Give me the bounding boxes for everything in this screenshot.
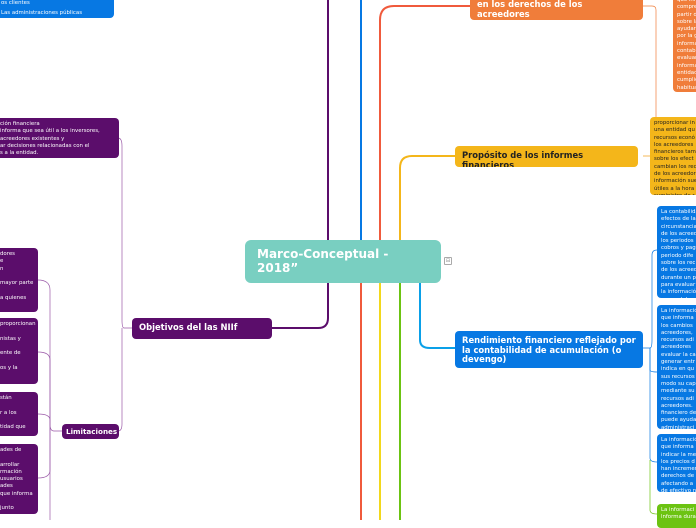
objetivos-niif-label: Objetivos del las NIIf [139, 322, 238, 332]
collapse-icon[interactable]: ⊟ [444, 257, 452, 265]
objetivo-detail-text: ción financiera informa que sea útil a l… [0, 121, 100, 157]
rendimiento-detail-text: La informació que informa los cambios ac… [661, 308, 696, 429]
rendimiento-detail-node[interactable]: La informaci lnforma dura [657, 504, 696, 528]
limitaciones-node[interactable]: Limitaciones [62, 424, 119, 439]
limitacion-text: ades de arrollar rmación usuarios ades q… [0, 447, 33, 512]
derechos-acreedores-node[interactable]: en los derechos de los acreedores [470, 0, 643, 20]
derechos-detail-node[interactable]: que informa compren partir d sobre la ay… [673, 0, 696, 92]
root-topic[interactable]: Marco-Conceptual - 2018” [245, 240, 441, 283]
derechos-detail-text: que informa compren partir d sobre la ay… [677, 0, 696, 92]
proposito-label: Propósito de los informes financieros [462, 150, 584, 167]
top-left-blue-node[interactable]: os clientes Las administraciones pública… [0, 0, 114, 18]
limitacion-text: stán r a los tidad que [0, 395, 26, 431]
derechos-acreedores-label: en los derechos de los acreedores [477, 0, 583, 19]
rendimiento-detail-text: La informació que informa indicar la me … [661, 437, 696, 492]
proposito-detail-node[interactable]: proporcionar in una entidad qu recursos … [650, 117, 696, 195]
limitacion-text: proporcionan nistas y ente de os y la [0, 321, 36, 371]
limitacion-item[interactable]: dores e n mayor parte a quienes [0, 248, 38, 312]
rendimiento-detail-text: La contabilidad efectos de la circunstan… [661, 209, 696, 298]
limitacion-text: dores e n mayor parte a quienes [0, 251, 34, 301]
top-blue-item: Las administraciones públicas [1, 10, 83, 17]
rendimiento-detail-node[interactable]: La informació que informa los cambios ac… [657, 305, 696, 429]
limitacion-item[interactable]: proporcionan nistas y ente de os y la [0, 318, 38, 384]
limitacion-item[interactable]: stán r a los tidad que [0, 392, 38, 436]
rendimiento-node[interactable]: Rendimiento financiero reflejado por la … [455, 331, 643, 368]
top-blue-item: os clientes [1, 0, 30, 6]
limitacion-item[interactable]: ades de arrollar rmación usuarios ades q… [0, 444, 38, 514]
rendimiento-detail-node[interactable]: La informació que informa indicar la me … [657, 434, 696, 492]
limitaciones-label: Limitaciones [66, 427, 118, 436]
proposito-detail-text: proporcionar in una entidad qu recursos … [654, 120, 696, 195]
objetivos-niif-node[interactable]: Objetivos del las NIIf [132, 318, 272, 339]
rendimiento-detail-node[interactable]: La contabilidad efectos de la circunstan… [657, 206, 696, 298]
rendimiento-detail-text: La informaci lnforma dura [661, 507, 696, 521]
objetivo-detail-node[interactable]: ción financiera informa que sea útil a l… [0, 118, 119, 158]
rendimiento-label: Rendimiento financiero reflejado por la … [462, 335, 636, 365]
proposito-node[interactable]: Propósito de los informes financieros [455, 146, 638, 167]
root-title: Marco-Conceptual - 2018” [257, 247, 389, 275]
